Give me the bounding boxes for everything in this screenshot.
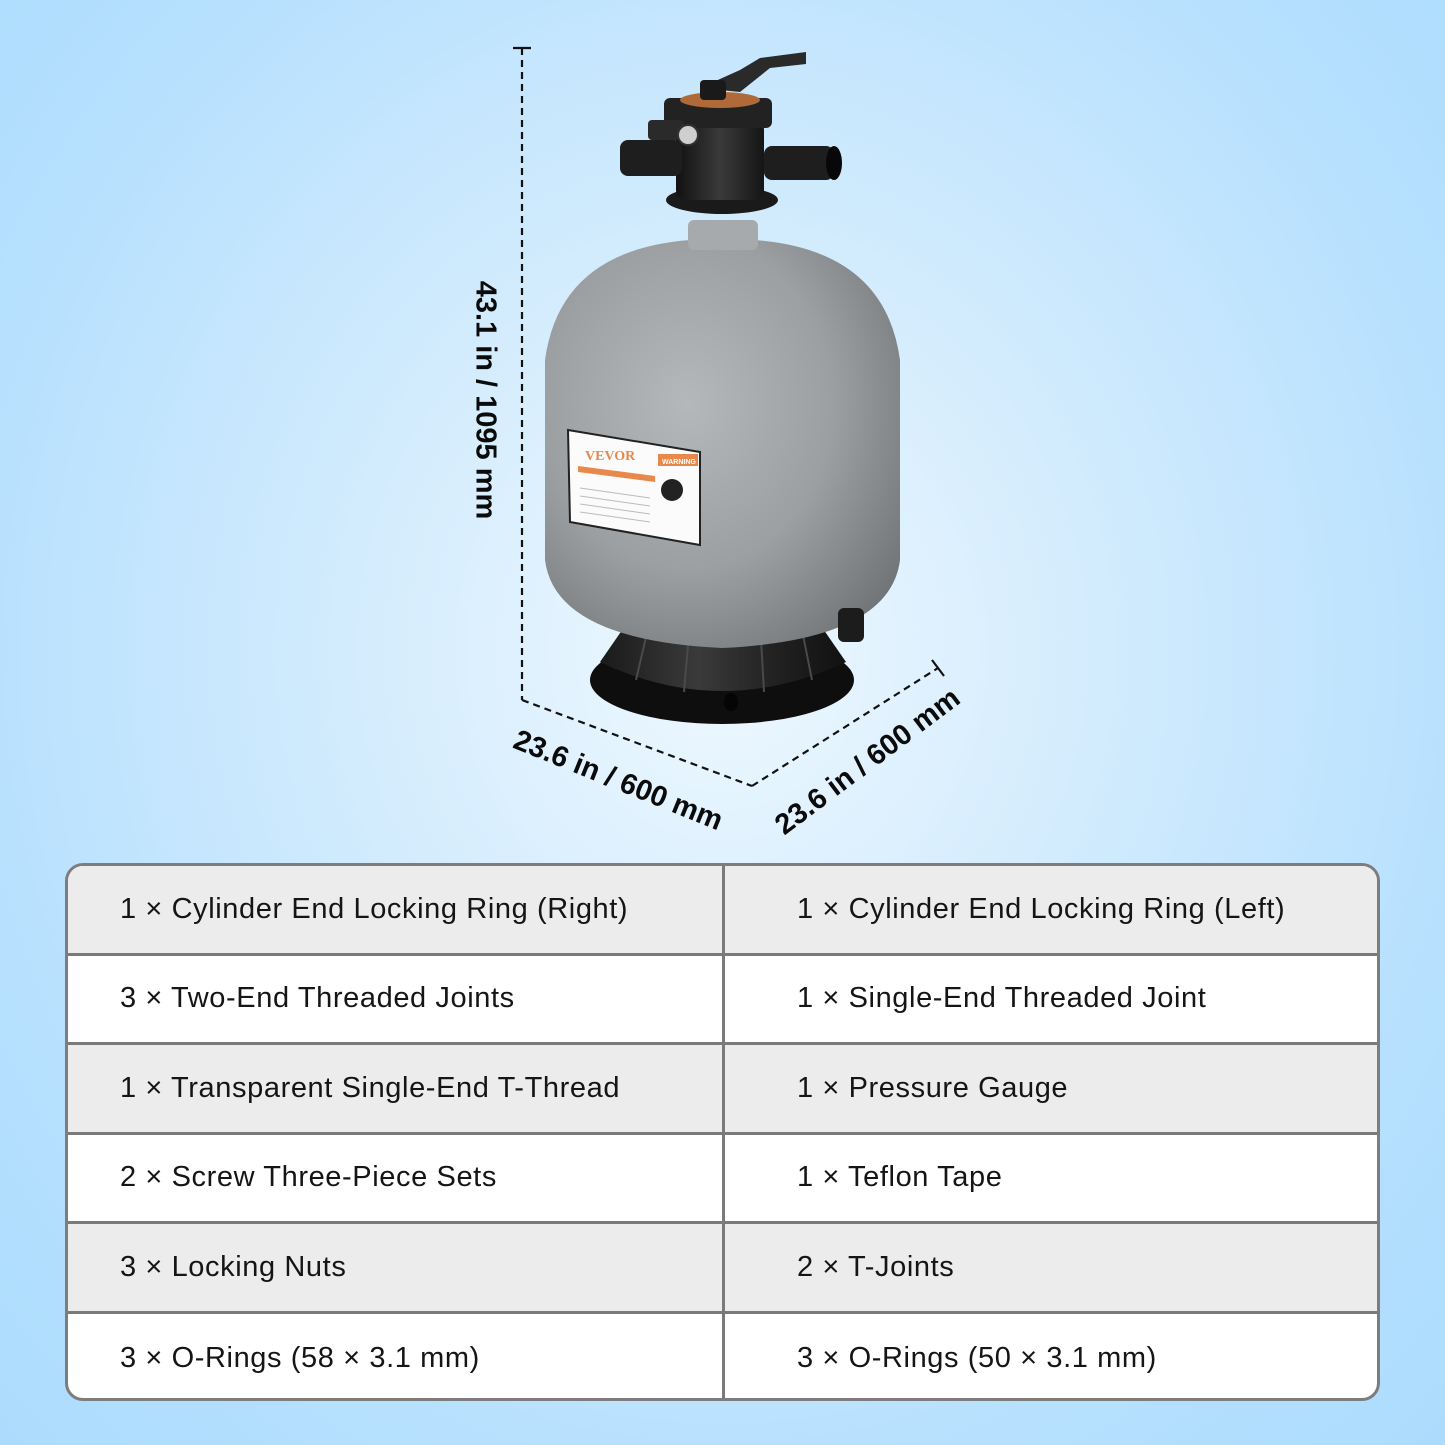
table-row: 3 × Locking Nuts 2 × T-Joints: [68, 1224, 1377, 1314]
table-row: 1 × Cylinder End Locking Ring (Right) 1 …: [68, 866, 1377, 956]
table-row: 2 × Screw Three-Piece Sets 1 × Teflon Ta…: [68, 1134, 1377, 1224]
part-item: 2 × Screw Three-Piece Sets: [68, 1134, 725, 1221]
product-illustration: VEVOR WARNING 43.1 in / 1095 mm 23.6 in …: [469, 46, 966, 841]
part-item: 3 × O-Rings (58 × 3.1 mm): [68, 1313, 725, 1398]
svg-text:VEVOR: VEVOR: [585, 449, 636, 464]
svg-text:WARNING: WARNING: [662, 459, 696, 466]
part-item: 1 × Teflon Tape: [797, 1161, 1003, 1194]
part-item: 3 × Locking Nuts: [68, 1224, 725, 1311]
height-dimension: 43.1 in / 1095 mm: [469, 280, 502, 520]
part-item: 1 × Single-End Threaded Joint: [797, 982, 1207, 1015]
part-item: 2 × T-Joints: [797, 1250, 955, 1283]
dimension-lines: [520, 48, 939, 788]
part-item: 3 × O-Rings (50 × 3.1 mm): [797, 1341, 1157, 1374]
part-item: 1 × Cylinder End Locking Ring (Right): [68, 866, 725, 953]
part-item: 1 × Transparent Single-End T-Thread: [68, 1045, 725, 1132]
part-item: 1 × Pressure Gauge: [797, 1071, 1069, 1104]
sand-filter-image: VEVOR WARNING: [513, 46, 945, 788]
part-item: 3 × Two-End Threaded Joints: [68, 955, 725, 1042]
part-item: 1 × Cylinder End Locking Ring (Left): [797, 892, 1286, 925]
product-label: VEVOR WARNING: [566, 428, 701, 547]
table-row: 1 × Transparent Single-End T-Thread 1 × …: [68, 1045, 1377, 1135]
table-row: 3 × Two-End Threaded Joints 1 × Single-E…: [68, 955, 1377, 1045]
package-contents-table: 1 × Cylinder End Locking Ring (Right) 1 …: [65, 863, 1380, 1401]
table-row: 3 × O-Rings (58 × 3.1 mm) 3 × O-Rings (5…: [68, 1313, 1377, 1398]
